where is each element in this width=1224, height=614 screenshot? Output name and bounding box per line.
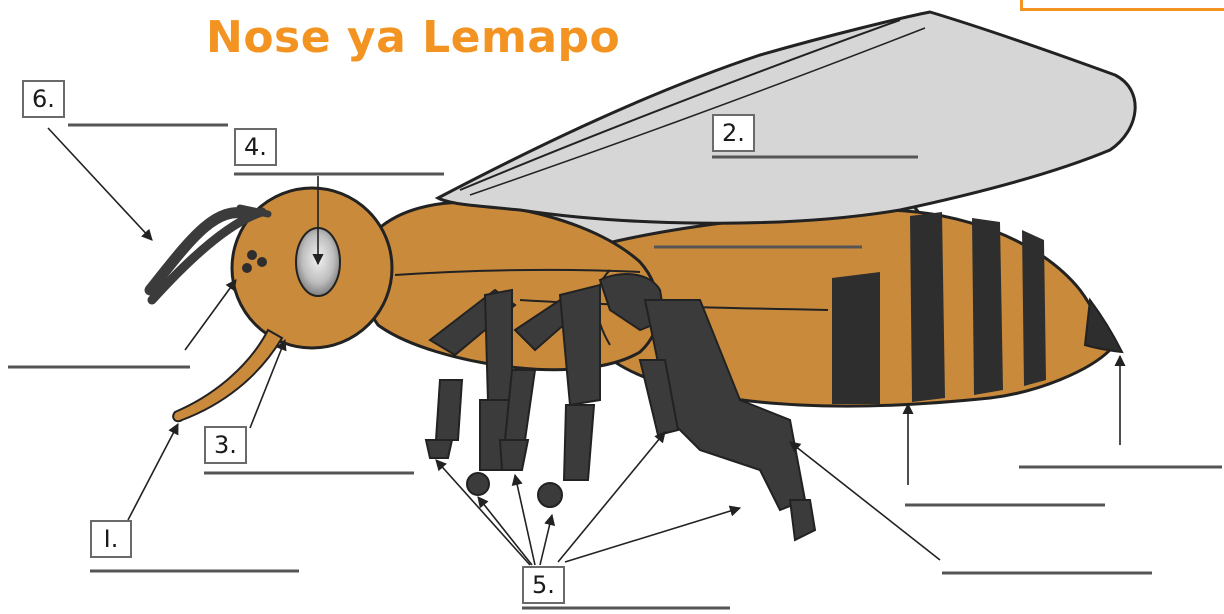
label-6: 6.: [22, 80, 65, 118]
label-4: 4.: [234, 128, 277, 166]
ocellus: [242, 263, 252, 273]
abdomen-stripe: [1022, 230, 1046, 386]
abdomen-stripe: [832, 272, 880, 404]
abdomen-stripe: [910, 212, 945, 402]
ocellus: [257, 257, 267, 267]
abdomen-stripe: [972, 218, 1003, 395]
label-5: 5.: [522, 566, 565, 604]
label-1: I.: [90, 520, 132, 558]
label-2: 2.: [712, 114, 755, 152]
label-3: 3.: [204, 426, 247, 464]
fore-wing: [438, 12, 1135, 223]
stinger: [1085, 300, 1122, 352]
ocellus: [247, 250, 257, 260]
